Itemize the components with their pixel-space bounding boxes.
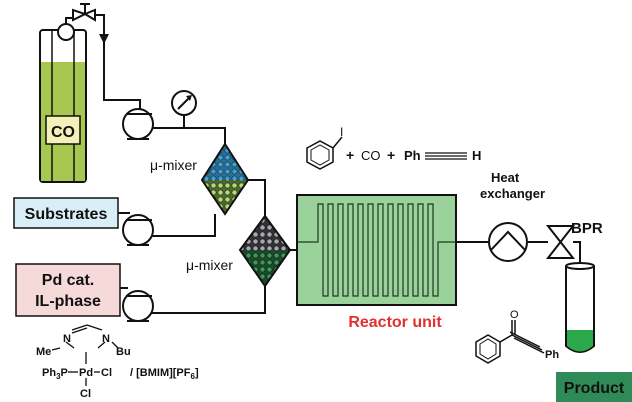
- heat-label: Heat: [491, 170, 520, 185]
- catalyst-structure-text: Me N N Bu Ph3P Pd Cl Cl / [BMIM][PF6]: [36, 333, 199, 400]
- hydrogen-label: H: [472, 148, 481, 163]
- collection-tube: [565, 262, 595, 353]
- methyl-label: Me: [36, 346, 51, 358]
- nitrogen-1: N: [63, 333, 71, 345]
- product-phenyl-label: Ph: [545, 349, 559, 361]
- catalyst-box: Pd cat. IL-phase: [15, 263, 121, 317]
- reaction-scheme: I + CO + Ph H: [306, 125, 481, 170]
- chloride-2: Cl: [80, 388, 91, 400]
- plus-2: +: [387, 147, 395, 163]
- heat-exchanger-icon: [488, 222, 528, 262]
- palladium-label: Pd: [79, 367, 93, 379]
- pump-icon[interactable]: [122, 214, 154, 246]
- piping: [95, 14, 581, 314]
- product-label: Product: [564, 380, 625, 397]
- catalyst-line1: Pd cat.: [42, 272, 94, 289]
- bpr-valve-icon[interactable]: [545, 225, 576, 259]
- iodo-label: I: [340, 125, 343, 139]
- gauge-icon: [171, 90, 197, 116]
- product-box: Product: [556, 372, 632, 402]
- pump-icon[interactable]: [122, 108, 154, 140]
- ionic-liquid-label: / [BMIM][PF6]: [130, 367, 199, 381]
- lower-mixer-label: μ-mixer: [186, 257, 233, 273]
- catalyst-structure: [51, 324, 119, 364]
- butyl-label: Bu: [116, 346, 131, 358]
- triphenylphosphine: Ph3P: [42, 367, 68, 381]
- chloride-1: Cl: [101, 367, 112, 379]
- upper-mixer: [200, 142, 250, 216]
- substrates-box: Substrates: [13, 197, 119, 229]
- co-cylinder: CO: [39, 29, 87, 183]
- bpr-label: BPR: [571, 220, 603, 237]
- pump-icon[interactable]: [122, 290, 154, 322]
- reactor-label: Reactor unit: [348, 314, 442, 331]
- catalyst-line2: IL-phase: [35, 293, 101, 310]
- nitrogen-2: N: [102, 333, 110, 345]
- co-reactant: CO: [361, 148, 381, 163]
- plus-1: +: [346, 147, 354, 163]
- substrates-label: Substrates: [25, 206, 108, 223]
- product-structure: [475, 320, 545, 364]
- valve-icon[interactable]: [57, 3, 96, 41]
- oxygen-label: O: [510, 309, 519, 321]
- phenyl-label: Ph: [404, 148, 421, 163]
- co-label: CO: [51, 124, 75, 141]
- exchanger-label: exchanger: [480, 186, 545, 201]
- reactor: [296, 194, 457, 306]
- lower-mixer: [238, 214, 292, 288]
- upper-mixer-label: μ-mixer: [150, 157, 197, 173]
